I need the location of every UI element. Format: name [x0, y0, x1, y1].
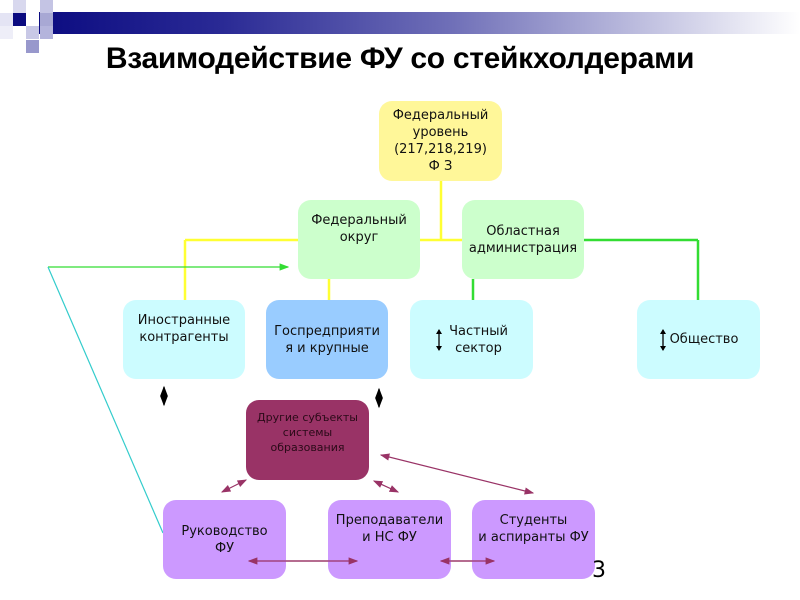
node-label: Госпредприяти я и крупные — [274, 323, 380, 356]
double-arrow-maroon — [220, 479, 248, 493]
node-label: Областная администрация — [468, 223, 578, 256]
page-number: 3 — [592, 558, 606, 583]
node-society: Общество — [637, 300, 760, 379]
node-label: Другие субъекты системы образования — [257, 411, 358, 454]
decor-square — [40, 0, 53, 13]
header-gradient-bar — [30, 12, 800, 34]
node-state-enterprises: Госпредприяти я и крупные — [266, 300, 388, 379]
decor-square — [26, 26, 39, 39]
node-foreign-partners: Иностранные контрагенты — [123, 300, 245, 379]
double-arrow-icon — [659, 328, 666, 351]
decor-square — [40, 13, 53, 26]
node-label: Студенты и аспиранты ФУ — [478, 513, 589, 545]
double-arrow-maroon — [379, 453, 535, 495]
decor-square — [26, 40, 39, 53]
node-label: Иностранные контрагенты — [137, 313, 231, 345]
node-federal-district: Федеральный округ — [298, 200, 420, 279]
node-label: Федеральный уровень (217,218,219) Ф З — [392, 108, 489, 174]
node-federal-level: Федеральный уровень (217,218,219) Ф З — [379, 101, 502, 181]
decor-square — [40, 26, 53, 39]
decor-square — [26, 0, 39, 13]
node-label: Федеральный округ — [311, 213, 407, 245]
node-label: Частный сектор — [449, 323, 508, 356]
node-other-education-entities: Другие субъекты системы образования — [246, 400, 369, 480]
slide-title: Взаимодействие ФУ со стейкхолдерами — [105, 42, 695, 75]
connector-cyan — [47, 266, 164, 534]
decor-square — [26, 13, 39, 26]
double-arrow-maroon — [372, 480, 400, 493]
node-label: Общество — [669, 332, 739, 347]
node-private-sector: Частный сектор — [410, 300, 533, 379]
decor-square — [0, 13, 13, 26]
node-students: Студенты и аспиранты ФУ — [472, 500, 595, 579]
decor-square — [13, 0, 26, 13]
node-label: Преподаватели и НС ФУ — [335, 513, 444, 545]
node-label: Руководство ФУ — [181, 523, 268, 556]
decor-square — [13, 13, 26, 26]
node-regional-administration: Областная администрация — [462, 200, 584, 279]
decor-square — [0, 26, 13, 39]
double-arrow-icon — [436, 328, 443, 351]
node-fu-management: Руководство ФУ — [163, 500, 286, 579]
node-teachers: Преподаватели и НС ФУ — [328, 500, 451, 579]
